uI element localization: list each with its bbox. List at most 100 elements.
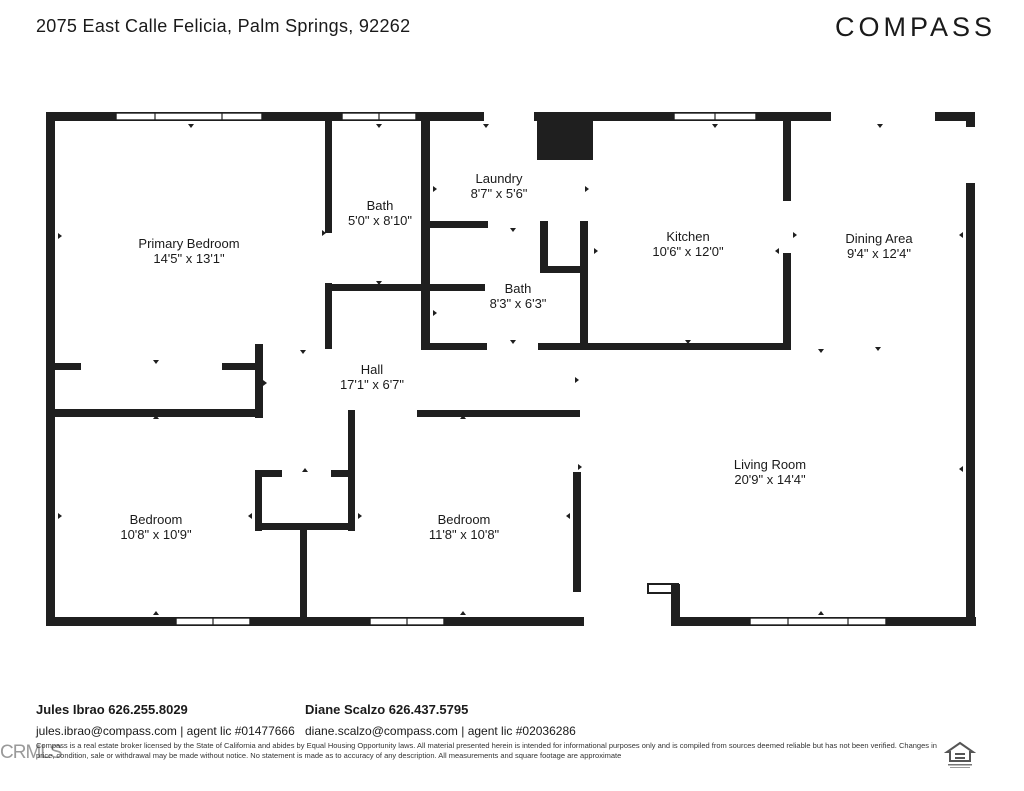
room-name: Bedroom [130, 512, 183, 527]
wall [540, 221, 548, 273]
tick [575, 377, 579, 383]
disclaimer-text: Compass is a real estate broker licensed… [36, 741, 937, 760]
wall [540, 266, 585, 273]
room-name: Laundry [476, 171, 523, 186]
tick [376, 281, 382, 285]
tick [566, 513, 570, 519]
dimension-ticks [58, 124, 963, 615]
wall [421, 343, 487, 350]
room-name: Dining Area [845, 231, 913, 246]
agent-details: jules.ibrao@compass.com | agent lic #014… [36, 724, 295, 738]
wall [255, 344, 263, 418]
tick [578, 464, 582, 470]
wall [935, 112, 975, 121]
tick [510, 340, 516, 344]
room-name: Living Room [734, 457, 806, 472]
watermark: CRMLS [0, 742, 63, 763]
equal-housing-icon [944, 741, 976, 768]
room-size: 10'6" x 12'0" [652, 244, 724, 259]
tick [460, 415, 466, 419]
tick [376, 124, 382, 128]
tick [188, 124, 194, 128]
room-size: 20'9" x 14'4" [734, 472, 806, 487]
wall [222, 363, 257, 370]
chimney [537, 112, 593, 160]
room-size: 9'4" x 12'4" [847, 246, 911, 261]
tick [460, 611, 466, 615]
tick [358, 513, 362, 519]
tick [433, 310, 437, 316]
window-mullions [154, 113, 849, 625]
wall [46, 112, 484, 121]
wall [331, 470, 355, 477]
wall [421, 221, 488, 228]
window [749, 617, 887, 626]
tick [594, 248, 598, 254]
wall [671, 584, 680, 626]
wall [417, 410, 580, 417]
wall [966, 112, 975, 127]
wall [647, 583, 679, 594]
wall [255, 470, 282, 477]
tick [959, 232, 963, 238]
tick [818, 611, 824, 615]
room-size: 17'1" x 6'7" [340, 377, 404, 392]
agent-details: diane.scalzo@compass.com | agent lic #02… [305, 724, 576, 738]
wall [421, 121, 430, 350]
tick [58, 233, 62, 239]
wall [783, 121, 791, 201]
compass-logo: COMPASS [834, 12, 996, 42]
room-size: 11'8" x 10'8" [429, 527, 500, 542]
wall [46, 617, 584, 626]
wall [55, 363, 81, 370]
room-name: Bath [367, 198, 394, 213]
tick [153, 360, 159, 364]
floor-plan: Primary Bedroom 14'5" x 13'1" Bath 5'0" … [46, 112, 976, 626]
tick [775, 248, 779, 254]
room-name: Kitchen [666, 229, 709, 244]
room-labels: Primary Bedroom 14'5" x 13'1" Bath 5'0" … [120, 171, 913, 542]
room-name: Bedroom [438, 512, 491, 527]
tick [793, 232, 797, 238]
wall [255, 470, 262, 531]
tick [322, 230, 326, 236]
tick [712, 124, 718, 128]
tick [153, 415, 159, 419]
room-name: Primary Bedroom [138, 236, 239, 251]
room-size: 8'3" x 6'3" [490, 296, 547, 311]
wall [325, 283, 332, 349]
wall [580, 221, 588, 350]
agent-contact: Diane Scalzo 626.437.5795 diane.scalzo@c… [305, 702, 576, 738]
room-size: 5'0" x 8'10" [348, 213, 412, 228]
tick [959, 466, 963, 472]
tick [510, 228, 516, 232]
tick [685, 340, 691, 344]
property-address: 2075 East Calle Felicia, Palm Springs, 9… [36, 16, 411, 36]
tick [302, 468, 308, 472]
wall [46, 112, 55, 626]
room-name: Bath [505, 281, 532, 296]
room-size: 8'7" x 5'6" [471, 186, 528, 201]
agent-name: Jules Ibrao 626.255.8029 [36, 702, 188, 717]
tick [480, 222, 484, 228]
tick [818, 349, 824, 353]
wall [325, 121, 332, 233]
tick [58, 513, 62, 519]
tick [585, 186, 589, 192]
agent-contact: Jules Ibrao 626.255.8029 jules.ibrao@com… [36, 702, 295, 738]
wall [966, 183, 975, 626]
tick [580, 308, 584, 314]
tick [877, 124, 883, 128]
tick [153, 611, 159, 615]
tick [433, 186, 437, 192]
tick [263, 380, 267, 386]
tick [483, 124, 489, 128]
room-size: 14'5" x 13'1" [153, 251, 225, 266]
wall [55, 409, 262, 417]
tick [875, 347, 881, 351]
tick [300, 350, 306, 354]
agent-name: Diane Scalzo 626.437.5795 [305, 702, 469, 717]
wall [783, 253, 791, 350]
wall [300, 523, 307, 623]
room-size: 10'8" x 10'9" [120, 527, 192, 542]
